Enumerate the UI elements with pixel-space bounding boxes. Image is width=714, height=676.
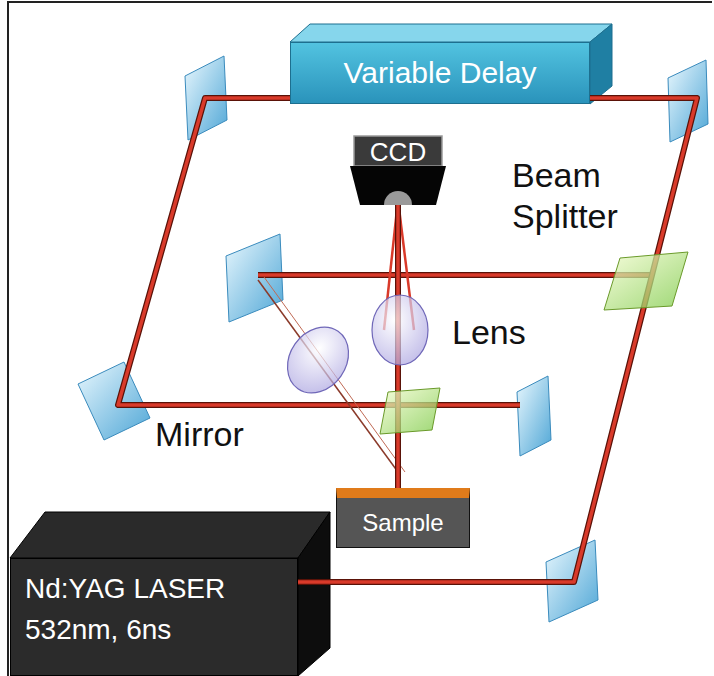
laser-beam xyxy=(118,98,520,405)
frame-line xyxy=(8,2,712,676)
beam-splitter-symbol xyxy=(380,388,440,434)
laser-box: Nd:YAG LASER 532nm, 6ns xyxy=(10,558,298,676)
lens-symbol xyxy=(372,295,428,365)
laser-beam xyxy=(258,273,650,277)
node-text: 532nm, 6ns xyxy=(25,612,171,647)
laser-beam-outline xyxy=(258,272,650,278)
node-text: Variable Delay xyxy=(344,54,537,92)
mirror-symbol xyxy=(517,376,551,456)
laser-top-face xyxy=(10,512,330,558)
node-text: Sample xyxy=(362,508,443,538)
laser-beam-outline xyxy=(118,98,520,405)
node-text: Nd:YAG LASER xyxy=(25,571,225,606)
delay-side-face xyxy=(590,24,612,104)
part-label: Lens xyxy=(452,312,562,353)
delay-top-face xyxy=(290,24,612,42)
part-label: Mirror xyxy=(155,414,285,455)
ccd-camera: CCD xyxy=(350,135,446,205)
lens-symbol xyxy=(275,315,361,404)
ccd-sensor xyxy=(384,191,412,205)
sample-holder: Sample xyxy=(336,488,470,548)
beam-outline xyxy=(298,98,697,582)
laser-beam-connector xyxy=(298,98,697,582)
ccd-body-trapezoid xyxy=(350,166,446,205)
delay-box: Variable Delay xyxy=(290,42,590,104)
beam-core xyxy=(298,98,697,582)
part-label: Beam Splitter xyxy=(512,155,672,238)
beam-splitter-symbol xyxy=(604,252,688,310)
laser-side-face xyxy=(298,512,330,676)
mirror-symbol xyxy=(78,362,150,440)
node-text: CCD xyxy=(370,136,426,169)
